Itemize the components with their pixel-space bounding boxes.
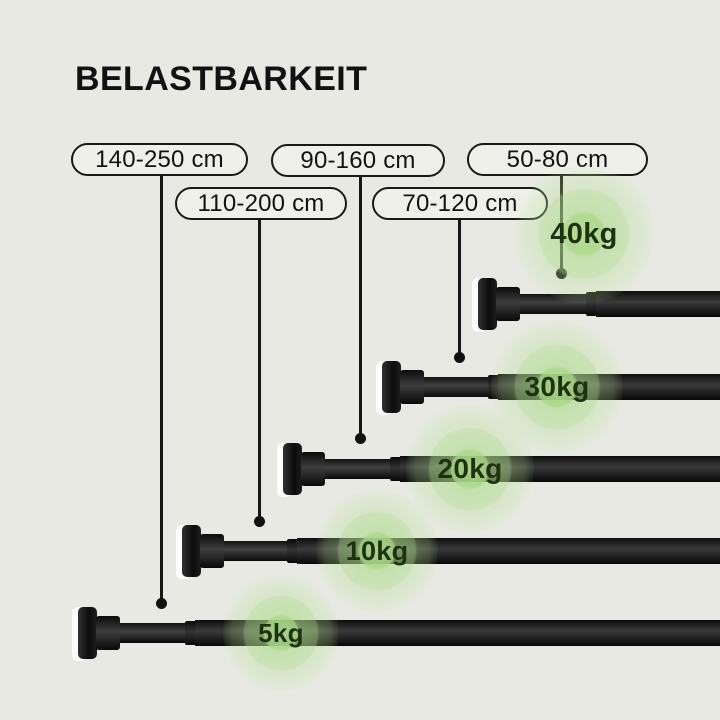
rod-end-cap — [382, 361, 401, 413]
rod-140-250: 5kg — [0, 558, 720, 708]
length-pill-90-160: 90-160 cm — [271, 144, 445, 177]
connector-line — [160, 176, 163, 603]
rod-inner-tube — [424, 377, 488, 397]
rod-70-120: 30kg — [0, 312, 720, 462]
rod-110-200: 10kg — [0, 476, 720, 626]
capacity-label: 30kg — [524, 371, 590, 402]
length-pill-label: 70-120 cm — [402, 189, 518, 217]
capacity-glow: 30kg — [491, 321, 623, 453]
rod-inner-tube — [224, 541, 287, 561]
rod-joint — [185, 621, 197, 645]
rod-end-cap — [78, 607, 97, 659]
capacity-glow: 10kg — [316, 490, 438, 612]
rod-end-cap — [182, 525, 201, 577]
connector-dot — [254, 516, 265, 527]
rod-inner-tube — [325, 459, 390, 479]
rod-50-80: 40kg — [0, 164, 720, 379]
rod-joint — [287, 539, 299, 563]
rod-collar — [96, 616, 120, 650]
capacity-label: 40kg — [550, 217, 618, 250]
connector-line — [458, 218, 461, 357]
capacity-glow: 5kg — [223, 575, 339, 691]
length-pill-label: 140-250 cm — [95, 145, 224, 173]
capacity-glow: 40kg — [514, 164, 654, 304]
connector-line — [258, 218, 261, 521]
rod-90-160: 20kg — [0, 394, 720, 544]
connector-dot — [454, 352, 465, 363]
rod-inner-tube — [120, 623, 185, 643]
rod-end-cap — [478, 278, 497, 330]
length-pill-110-200: 110-200 cm — [175, 187, 347, 220]
rod-joint — [390, 457, 402, 481]
capacity-label: 10kg — [345, 535, 409, 566]
rod-collar — [301, 452, 325, 486]
length-pill-70-120: 70-120 cm — [372, 187, 548, 220]
rod-end-cap — [283, 443, 302, 495]
connector-dot — [156, 598, 167, 609]
connector-line — [359, 176, 362, 438]
length-pill-140-250: 140-250 cm — [71, 143, 248, 176]
rod-collar — [200, 534, 224, 568]
rod-collar — [496, 287, 520, 321]
page-title: BELASTBARKEIT — [75, 60, 368, 98]
capacity-label: 20kg — [437, 453, 503, 484]
capacity-label: 5kg — [258, 617, 304, 648]
length-pill-label: 90-160 cm — [300, 146, 416, 174]
length-pill-label: 110-200 cm — [197, 189, 325, 217]
rod-collar — [400, 370, 424, 404]
capacity-glow: 20kg — [406, 405, 534, 533]
connector-dot — [355, 433, 366, 444]
